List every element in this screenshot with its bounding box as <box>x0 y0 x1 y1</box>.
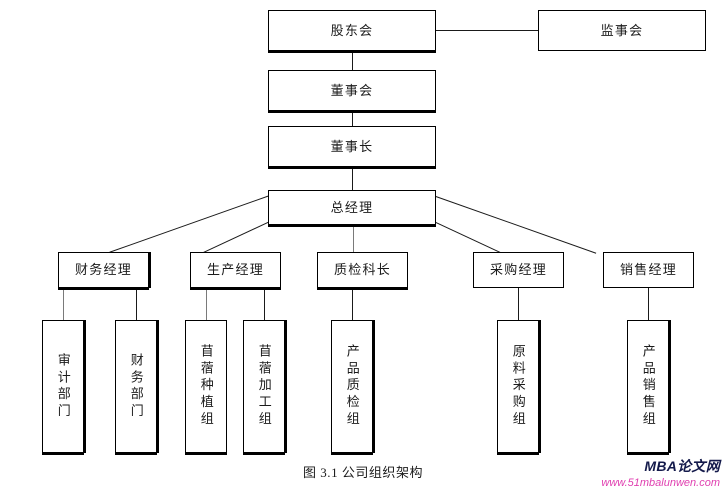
watermark: MBA论文网 www.51mbalunwen.com <box>601 456 720 488</box>
node-label: 总经理 <box>330 199 374 215</box>
edge-gm-to-purchasing-manager <box>435 222 504 255</box>
node-label: 苜蓿加工组 <box>256 344 272 429</box>
node-product-qc-group[interactable]: 产品质检组 <box>331 320 373 453</box>
node-label: 财务经理 <box>74 262 133 278</box>
edge-gm-to-sales-manager <box>435 196 597 254</box>
node-label: 监事会 <box>600 22 644 38</box>
node-alfalfa-planting-group[interactable]: 苜蓿种植组 <box>185 320 227 453</box>
edge-production-manager-to-processing-group <box>264 288 265 320</box>
edge-production-manager-to-planting-group <box>206 288 207 320</box>
node-label: 审计部门 <box>55 352 71 421</box>
edge-board-to-chairman <box>352 110 353 126</box>
figure-caption: 图 3.1 公司组织架构 <box>303 465 423 480</box>
node-alfalfa-processing-group[interactable]: 苜蓿加工组 <box>243 320 285 453</box>
node-audit-department[interactable]: 审计部门 <box>42 320 84 453</box>
node-qc-chief[interactable]: 质检科长 <box>317 252 408 288</box>
watermark-title: MBA论文网 <box>644 458 720 474</box>
node-label: 董事会 <box>330 82 374 98</box>
node-label: 采购经理 <box>489 262 548 278</box>
node-shareholders-meeting[interactable]: 股东会 <box>268 10 436 51</box>
node-label: 股东会 <box>330 22 374 38</box>
node-purchasing-manager[interactable]: 采购经理 <box>473 252 564 288</box>
node-finance-department[interactable]: 财务部门 <box>115 320 157 453</box>
edge-gm-to-qc-chief <box>353 224 354 253</box>
node-production-manager[interactable]: 生产经理 <box>190 252 281 288</box>
node-board-of-directors[interactable]: 董事会 <box>268 70 436 111</box>
edge-gm-to-production-manager <box>202 221 270 254</box>
node-label: 产品质检组 <box>344 344 360 429</box>
edge-finance-manager-to-finance-dept <box>136 288 137 320</box>
node-label: 产品销售组 <box>640 344 656 429</box>
node-label: 原料采购组 <box>510 344 526 429</box>
node-label: 财务部门 <box>128 352 144 421</box>
edge-gm-to-finance-manager <box>109 195 270 253</box>
node-finance-manager[interactable]: 财务经理 <box>58 252 149 288</box>
node-label: 苜蓿种植组 <box>198 344 214 429</box>
node-label: 销售经理 <box>619 262 678 278</box>
edge-chairman-to-gm <box>352 167 353 190</box>
watermark-url: www.51mbalunwen.com <box>601 477 720 488</box>
node-label: 董事长 <box>330 138 374 154</box>
edge-purchasing-manager-to-raw-material-group <box>518 288 519 320</box>
edge-shareholders-to-supervisory <box>436 30 538 31</box>
node-product-sales-group[interactable]: 产品销售组 <box>627 320 669 453</box>
node-general-manager[interactable]: 总经理 <box>268 190 436 225</box>
node-label: 质检科长 <box>333 262 392 278</box>
edge-sales-manager-to-product-sales-group <box>648 288 649 320</box>
node-raw-material-purchasing-group[interactable]: 原料采购组 <box>497 320 539 453</box>
node-sales-manager[interactable]: 销售经理 <box>603 252 694 288</box>
node-label: 生产经理 <box>206 262 265 278</box>
edge-qc-chief-to-product-qc-group <box>352 288 353 320</box>
node-supervisory-board[interactable]: 监事会 <box>538 10 706 51</box>
edge-shareholders-to-board <box>352 50 353 70</box>
node-chairman[interactable]: 董事长 <box>268 126 436 167</box>
edge-finance-manager-to-audit-dept <box>63 288 64 320</box>
